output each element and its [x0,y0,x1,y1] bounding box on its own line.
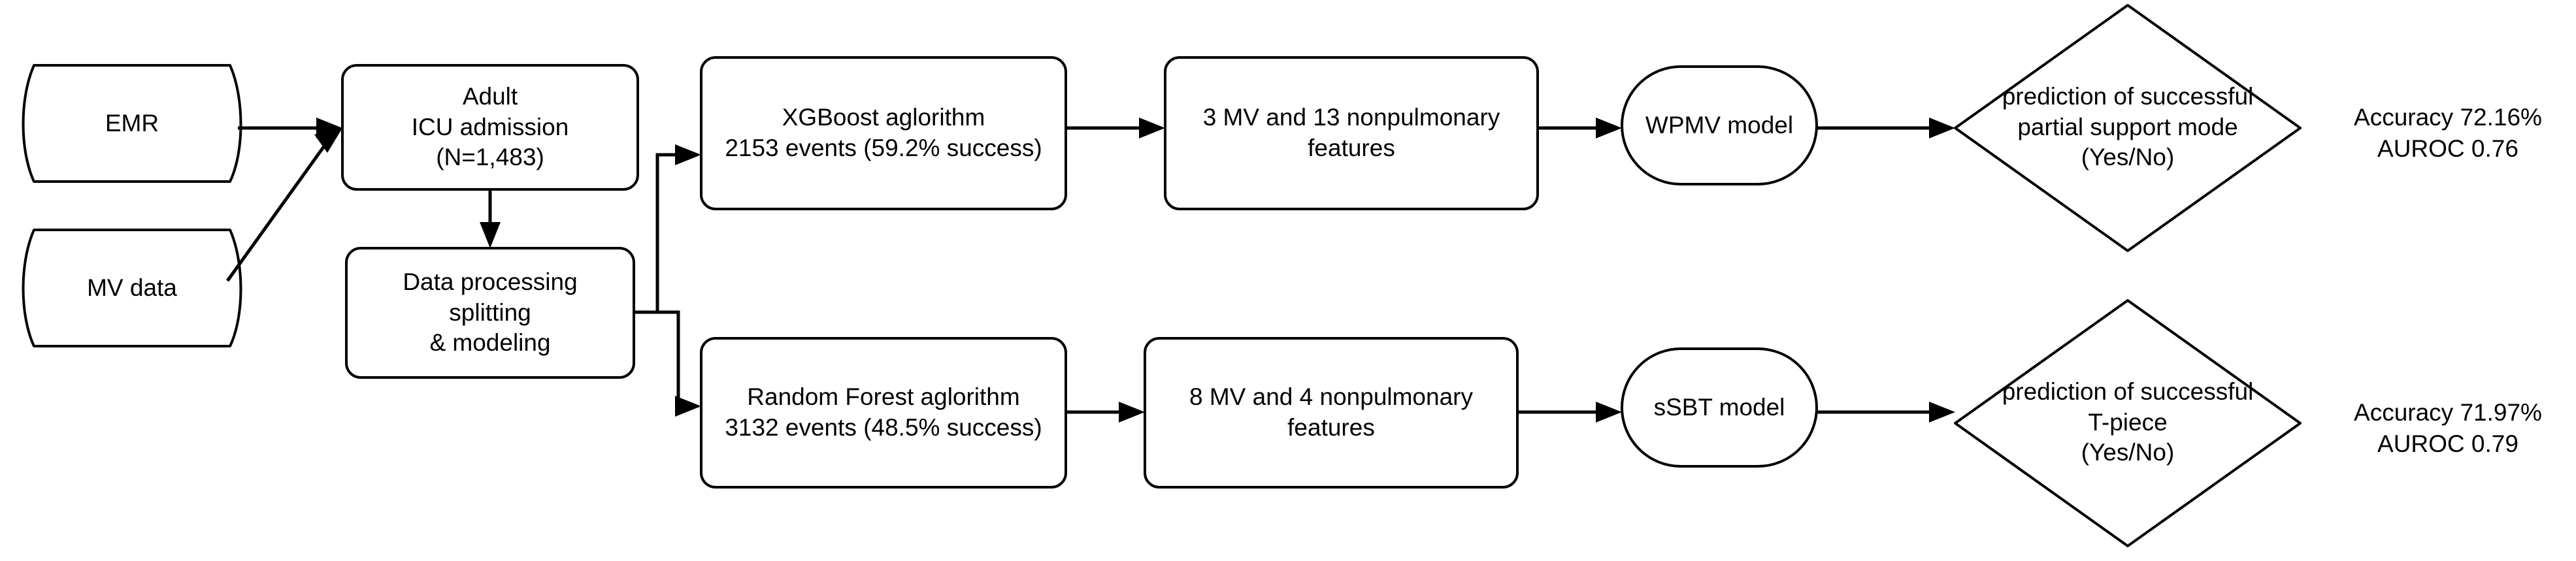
edge-rf-to-features-arrowhead [1119,402,1145,423]
result-top-auroc: AUROC 0.76 [2377,135,2518,162]
edge-xgboost-to-features-arrowhead [1139,118,1165,138]
edge-processing-to-rf-arrowhead [675,396,701,417]
edge-ssbt-to-decision-arrowhead [1929,402,1955,423]
node-decision-bottom-shape[interactable] [1954,299,2302,547]
result-top-accuracy: Accuracy 72.16% [2354,104,2542,131]
node-xgboost-shape[interactable] [700,56,1067,210]
node-random-forest-shape[interactable] [700,337,1067,489]
result-bottom-auroc: AUROC 0.79 [2377,430,2518,457]
edge-processing-to-xgboost-arrowhead [675,144,701,165]
edge-mv-to-icu [225,138,331,282]
node-features-bottom-shape[interactable] [1144,337,1519,489]
node-data-processing-shape[interactable] [345,247,635,379]
node-features-top-shape[interactable] [1164,56,1539,210]
edge-features-to-ssbt-arrowhead [1596,402,1622,423]
edge-mv-to-icu-arrowhead [314,128,342,153]
node-decision-top-shape[interactable] [1954,4,2302,252]
edge-processing-bus-lower [657,310,684,408]
node-emr-shape[interactable] [22,64,242,183]
node-mv-data-shape[interactable] [22,229,242,347]
node-icu-admission-shape[interactable] [341,64,639,191]
node-ssbt-model-shape[interactable] [1621,347,1818,468]
node-wpmv-model-shape[interactable] [1621,65,1818,185]
edge-wpmv-to-decision-arrowhead [1929,118,1955,138]
result-bottom-accuracy: Accuracy 71.97% [2354,399,2542,426]
edge-processing-bus [634,153,684,314]
edge-features-to-wpmv-arrowhead [1596,118,1622,138]
edge-icu-to-processing-arrowhead [480,222,501,248]
